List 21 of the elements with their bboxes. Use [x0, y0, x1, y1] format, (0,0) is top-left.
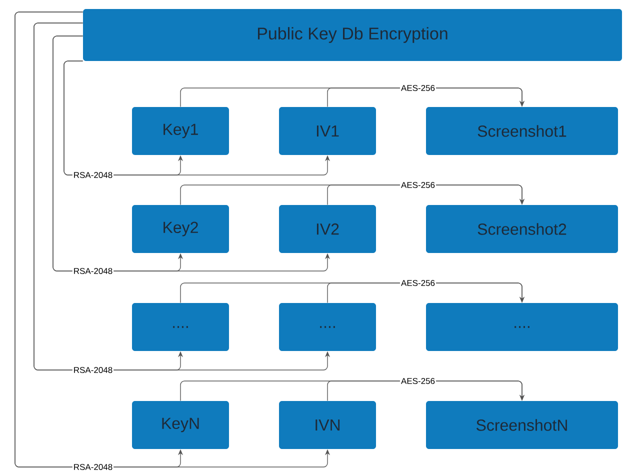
edge-label: AES-256 [400, 181, 436, 190]
process-box: Key1 [132, 107, 229, 155]
edge-label: RSA-2048 [72, 171, 114, 179]
edge-label: AES-256 [400, 279, 436, 288]
edge-label: AES-256 [400, 84, 436, 92]
title-box: Public Key Db Encryption [83, 9, 622, 61]
process-box: Screenshot2 [426, 205, 618, 253]
process-box: Key2 [132, 205, 229, 253]
process-box: KeyN [132, 401, 229, 449]
process-box: Screenshot1 [426, 107, 618, 155]
edge-label: RSA-2048 [72, 463, 114, 472]
process-box: IVN [279, 401, 376, 449]
process-box: ScreenshotN [426, 401, 618, 449]
edge-label: RSA-2048 [72, 267, 114, 276]
edge-label: AES-256 [400, 377, 436, 386]
process-box: IV2 [279, 205, 376, 253]
edge-label: RSA-2048 [72, 366, 114, 374]
process-box: .... [279, 303, 376, 351]
process-box: .... [132, 303, 229, 351]
process-box: IV1 [279, 107, 376, 155]
process-box: .... [426, 303, 618, 351]
